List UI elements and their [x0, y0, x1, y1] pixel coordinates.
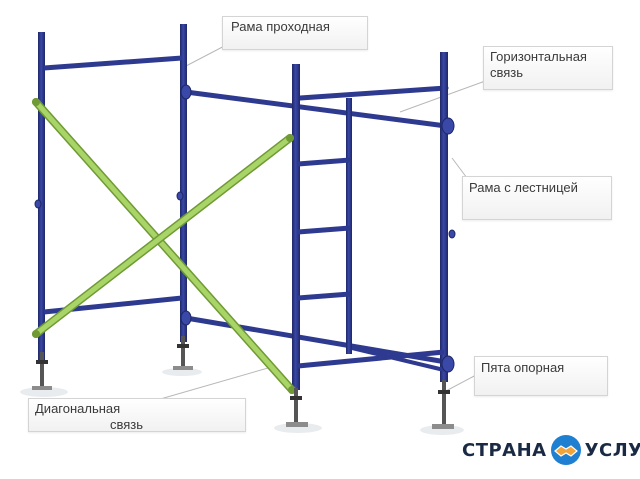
label-diagonal-tie-line1: Диагональная [35, 401, 121, 416]
frame-bottom-bar [297, 349, 445, 369]
handshake-icon [550, 435, 581, 465]
base-plates [32, 336, 454, 429]
frame-top-bar [43, 55, 183, 71]
horizontal-ties [183, 85, 449, 365]
label-ladder-frame: Рама с лестницей [462, 176, 612, 220]
frame-post [180, 24, 187, 342]
frame-bottom-cross [351, 346, 445, 372]
label-horizontal-tie-line2: связь [490, 65, 524, 80]
ladder-rung [297, 225, 351, 235]
brand-text-right: УСЛУГ [584, 439, 640, 461]
label-horizontal-tie-line1: Горизонтальная [490, 49, 587, 64]
brand-text-left: СТРАНА [462, 439, 547, 461]
frame-post [292, 64, 300, 390]
base-jack [432, 380, 454, 429]
connectors [34, 84, 456, 373]
frame-post [38, 32, 45, 362]
label-diagonal-tie-line2: связь [109, 417, 143, 432]
label-walkthrough-frame: Рама проходная [222, 16, 368, 50]
ladder-frame [292, 52, 448, 390]
brand-watermark: СТРАНА УСЛУГ [462, 432, 640, 468]
ladder-rung [297, 291, 351, 301]
base-jack [32, 352, 52, 390]
base-jack [286, 388, 308, 427]
ladder-rung [297, 157, 351, 167]
label-horizontal-tie: Горизонтальная связь [483, 46, 613, 90]
diagonal-ties [32, 98, 296, 394]
label-diagonal-tie: Диагональная связь [28, 398, 246, 432]
frame-post [440, 52, 448, 382]
base-jack [173, 336, 193, 370]
label-base-plate: Пята опорная [474, 356, 608, 396]
